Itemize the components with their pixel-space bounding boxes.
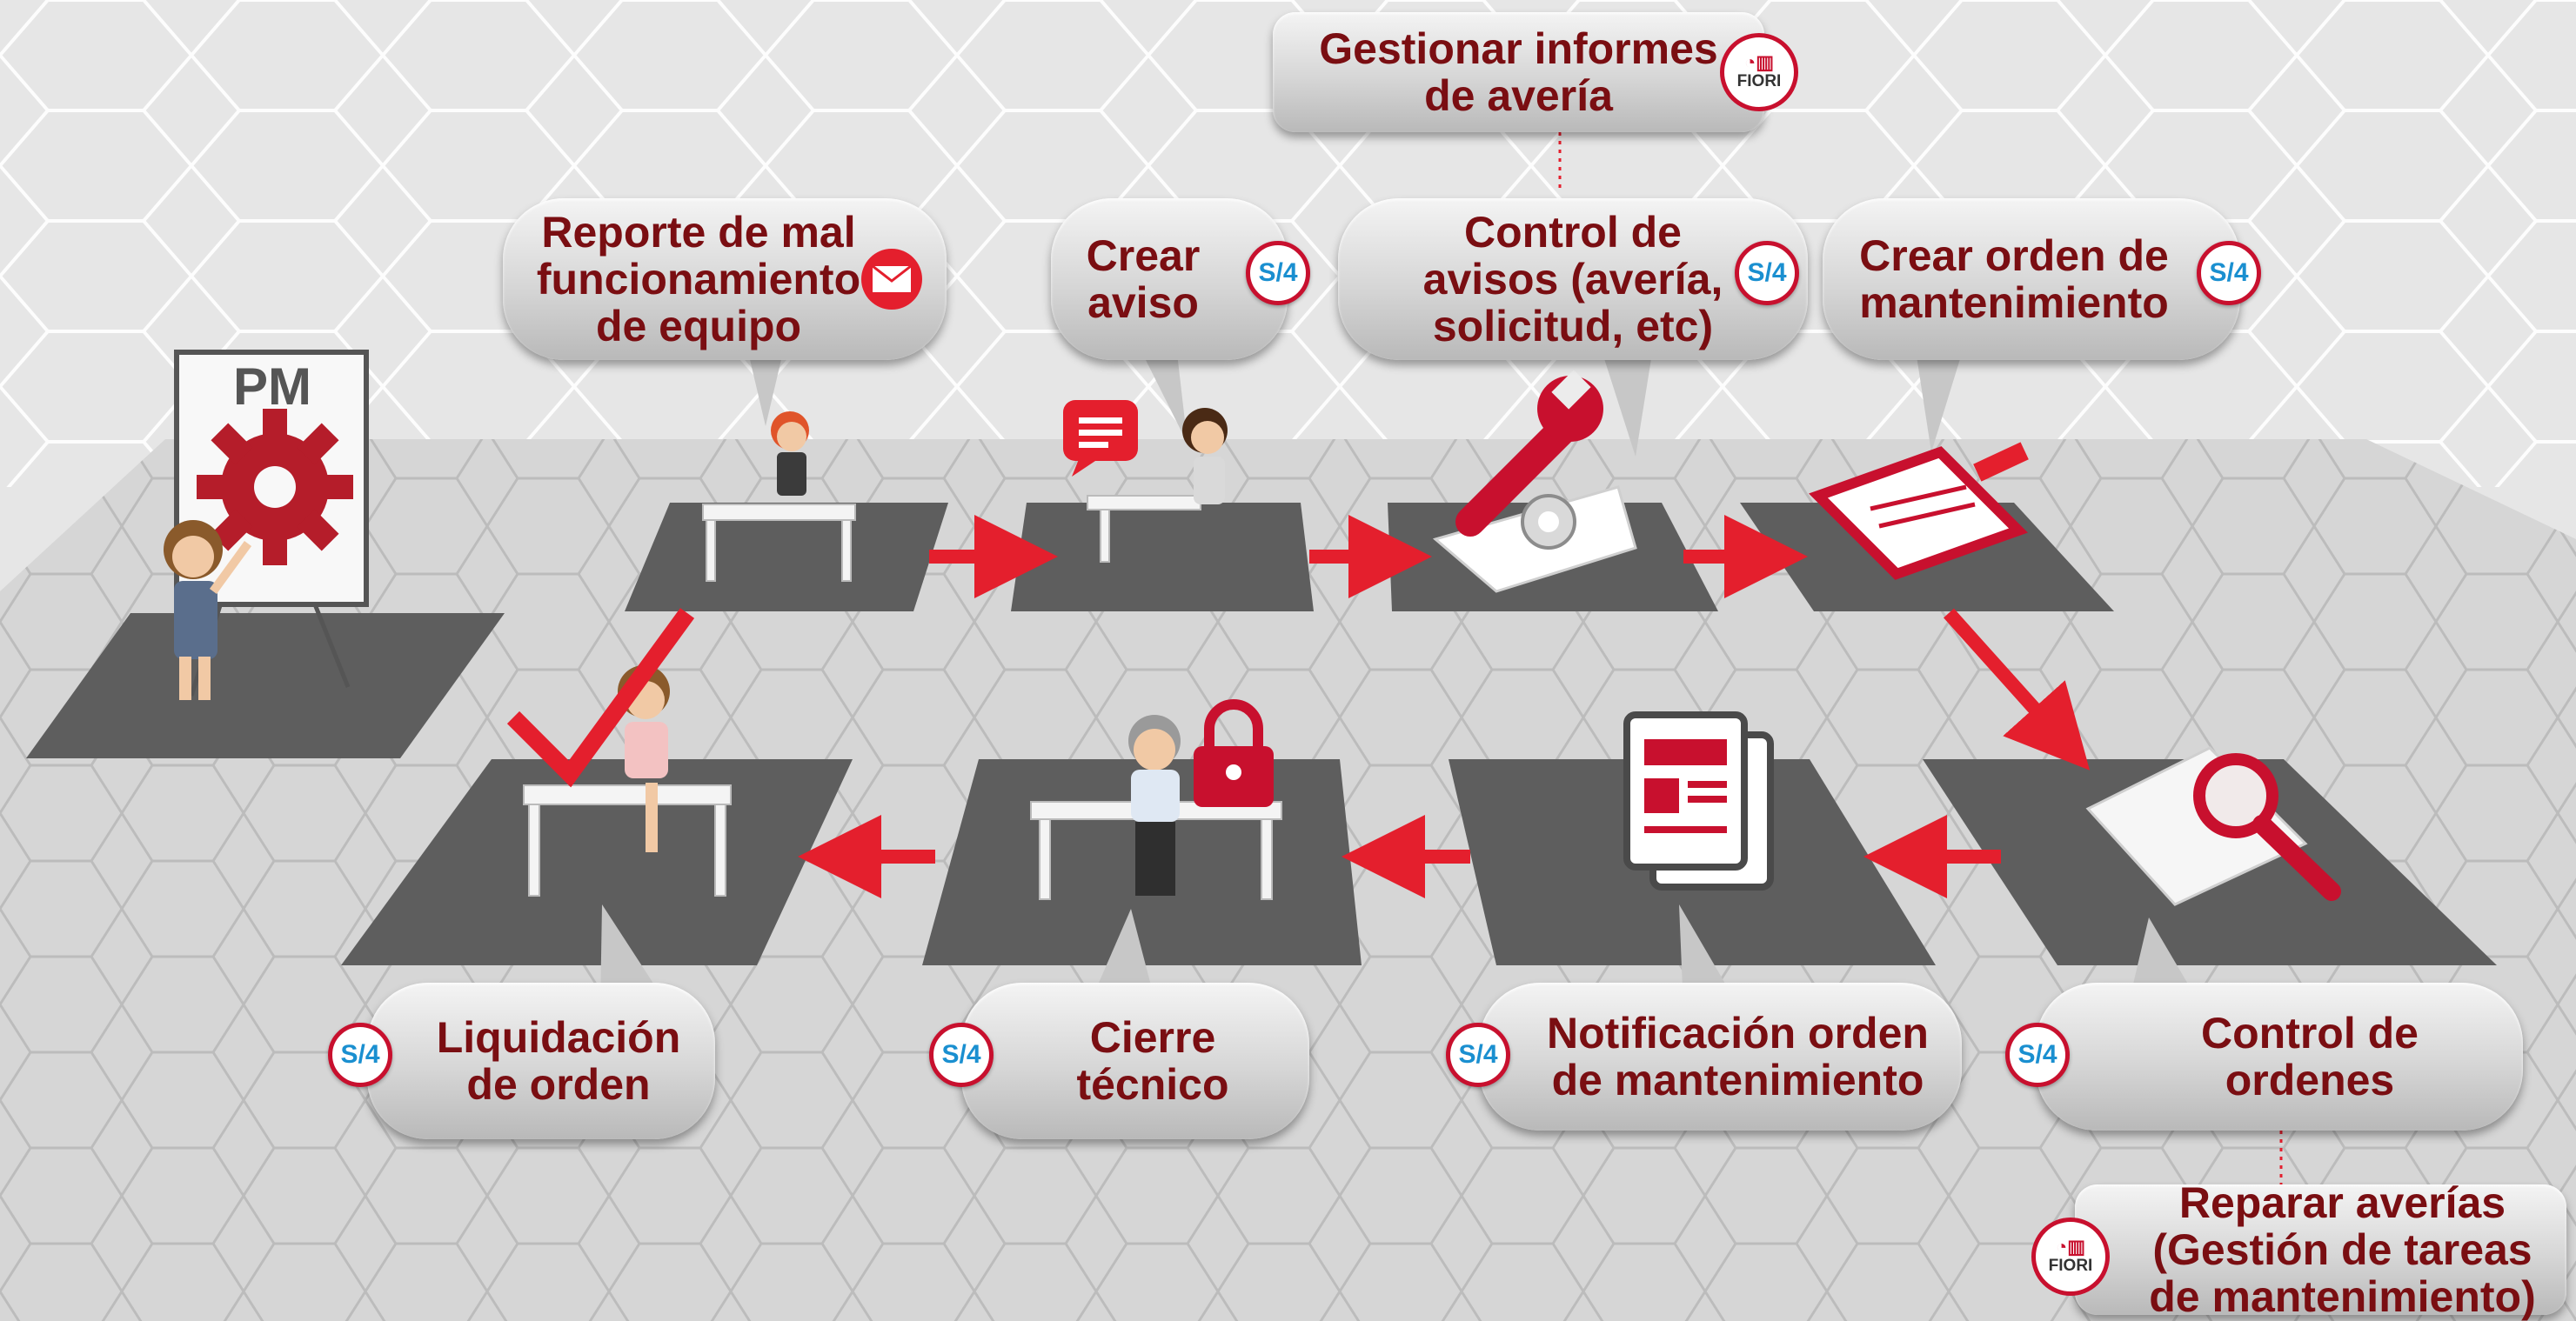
step-label-crear-orden: Crear orden de mantenimiento bbox=[1859, 231, 2169, 327]
bubble-control-avisos: Control de avisos (avería, solicitud, et… bbox=[1338, 198, 1808, 360]
fiori-chart-icon: ◔▥ bbox=[1743, 51, 1775, 73]
fiori-badge-reparar: ◔▥ FIORI bbox=[2031, 1218, 2110, 1296]
bubble-liquidacion: Liquidación de orden bbox=[367, 983, 715, 1139]
magnifier-icon bbox=[2085, 746, 2341, 906]
lock-icon bbox=[1194, 699, 1274, 807]
board-label: PM bbox=[233, 357, 311, 416]
wrench-icon bbox=[1432, 370, 1637, 593]
fiori-app-gestionar: Gestionar informes de avería bbox=[1273, 12, 1764, 132]
step-label-control-ordenes: Control de ordenes bbox=[2201, 1009, 2419, 1104]
presenter-person bbox=[164, 520, 252, 700]
fiori-chart-icon: ◔▥ bbox=[2055, 1236, 2086, 1258]
s4-badge-cierre: S/4 bbox=[929, 1023, 994, 1087]
s4-badge-crear-aviso: S/4 bbox=[1246, 241, 1310, 305]
tile-pm bbox=[26, 613, 505, 758]
s4-badge-crear-orden: S/4 bbox=[2197, 241, 2261, 305]
step-label-notificacion: Notificación orden de mantenimiento bbox=[1547, 1009, 1929, 1104]
bubble-control-ordenes: Control de ordenes bbox=[2036, 983, 2523, 1131]
step-label-crear-aviso: Crear aviso bbox=[1086, 231, 1201, 327]
bubble-crear-orden: Crear orden de mantenimiento bbox=[1823, 198, 2240, 360]
bubble-cierre: Cierre técnico bbox=[961, 983, 1309, 1139]
fiori-app-reparar: Reparar averías (Gestión de tareas de ma… bbox=[2075, 1179, 2566, 1320]
clipboard-icon bbox=[1809, 442, 2029, 580]
step-label-control-avisos: Control de avisos (avería, solicitud, et… bbox=[1422, 208, 1723, 350]
checkmark-icon bbox=[506, 608, 695, 788]
step-label-reporte: Reporte de mal funcionamiento de equipo bbox=[536, 208, 861, 350]
step-label-liquidacion: Liquidación de orden bbox=[436, 1013, 681, 1109]
envelope-icon bbox=[861, 249, 922, 310]
s4-badge-liquidacion: S/4 bbox=[328, 1023, 392, 1087]
fiori-label-gestionar: Gestionar informes de avería bbox=[1319, 24, 1718, 120]
document-icon bbox=[1623, 711, 1774, 891]
bubble-notificacion: Notificación orden de mantenimiento bbox=[1479, 983, 1962, 1131]
s4-badge-control-avisos: S/4 bbox=[1735, 241, 1799, 305]
bubble-crear-aviso: Crear aviso bbox=[1051, 198, 1288, 360]
tile-crear-aviso bbox=[1011, 503, 1314, 611]
s4-badge-notificacion: S/4 bbox=[1446, 1023, 1510, 1087]
bubble-reporte: Reporte de mal funcionamiento de equipo bbox=[503, 198, 947, 360]
fiori-label-reparar: Reparar averías (Gestión de tareas de ma… bbox=[2149, 1178, 2536, 1321]
chat-icon bbox=[1063, 400, 1138, 477]
fiori-badge-gestionar: ◔▥ FIORI bbox=[1720, 33, 1798, 111]
step-label-cierre: Cierre técnico bbox=[1076, 1013, 1229, 1109]
s4-badge-control-ordenes: S/4 bbox=[2005, 1023, 2070, 1087]
gear-icon bbox=[197, 409, 353, 565]
flow-arrows bbox=[798, 515, 2091, 898]
office-workers bbox=[618, 408, 1228, 896]
